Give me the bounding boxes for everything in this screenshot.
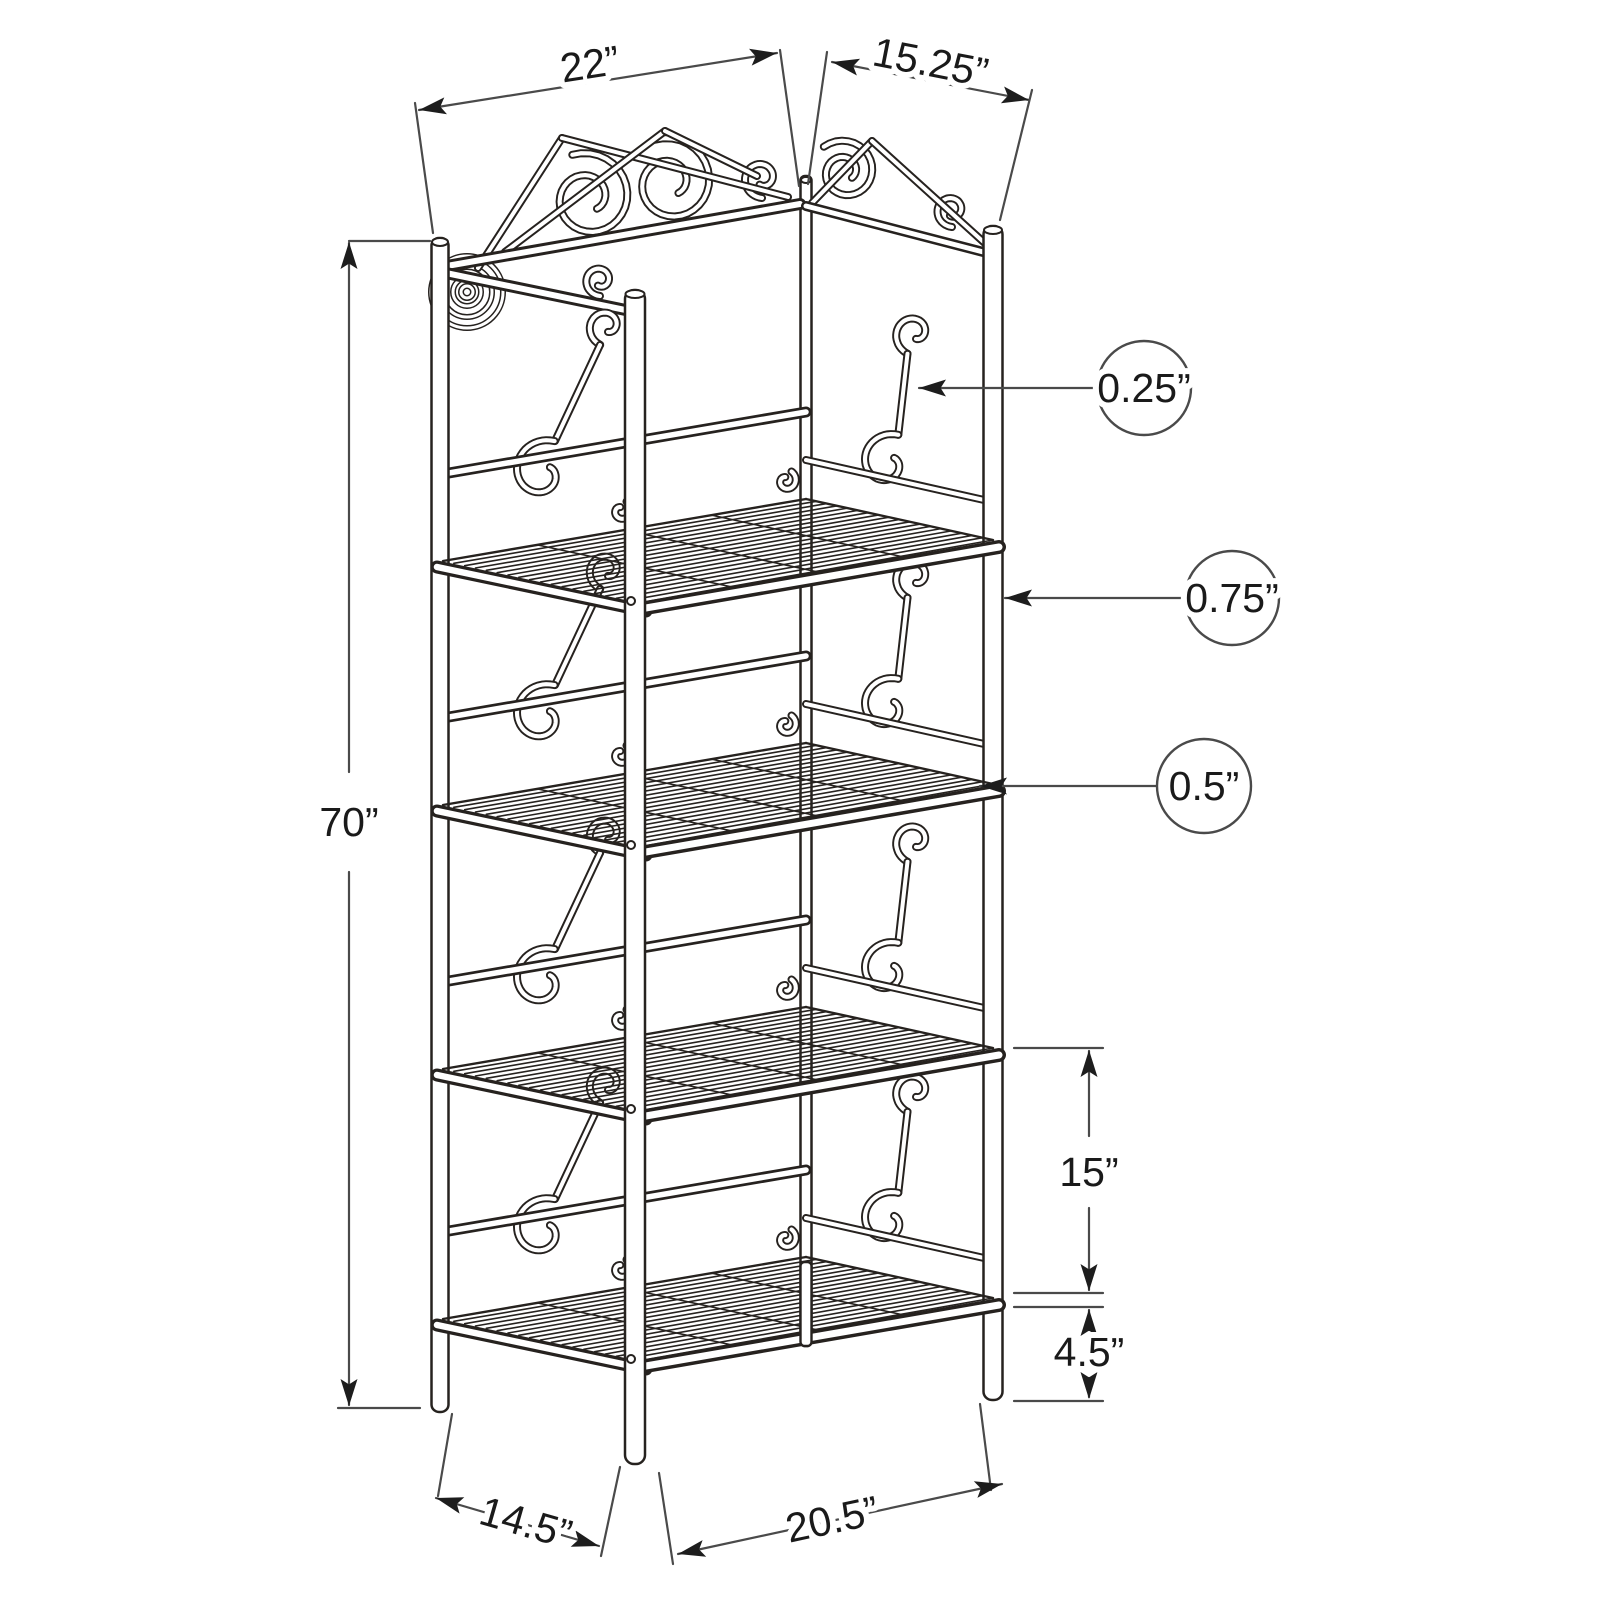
bolts xyxy=(626,596,636,1364)
rear-left-post xyxy=(430,236,450,1414)
dim-label: 14.5” xyxy=(475,1488,578,1558)
callout-shelf-frame: 0.5” xyxy=(978,737,1253,835)
dim-shelf-spacing: 15” xyxy=(1012,1046,1125,1295)
dim-base-depth: 14.5” xyxy=(434,1412,622,1564)
dim-label: 20.5” xyxy=(782,1487,883,1551)
shelf-tier-1 xyxy=(430,467,1006,618)
rear-right-leg-lower xyxy=(799,1260,813,1348)
front-right-post xyxy=(982,224,1004,1402)
dim-label: 15” xyxy=(1059,1149,1118,1195)
dim-label: 70” xyxy=(319,799,378,845)
callout-circle xyxy=(1155,737,1253,835)
callout-post-diameter: 0.75” xyxy=(1003,549,1285,647)
dim-label: 22” xyxy=(557,37,623,92)
top-rails xyxy=(435,198,996,319)
shelf-tier-2 xyxy=(430,711,1006,862)
dim-bottom-clearance: 4.5” xyxy=(1012,1305,1130,1403)
shelf-tier-4 xyxy=(430,1225,1006,1376)
dim-label: 0.5” xyxy=(1169,763,1240,809)
dim-label: 0.75” xyxy=(1185,575,1278,621)
rack-drawing xyxy=(428,127,1006,1466)
dim-overall-height: 70” xyxy=(313,239,432,1410)
dim-label: 15.25” xyxy=(869,29,992,96)
top-crown-scrollwork xyxy=(428,127,992,331)
callout-circle xyxy=(1183,549,1281,647)
front-left-post xyxy=(623,288,647,1466)
callout-circle xyxy=(1095,339,1193,437)
dim-label: 0.25” xyxy=(1097,365,1190,411)
shelf-tier-3 xyxy=(430,975,1006,1126)
dim-label: 4.5” xyxy=(1054,1329,1125,1375)
callout-scroll-wire: 0.25” xyxy=(917,339,1197,437)
dim-base-width: 20.5” xyxy=(657,1402,1004,1566)
